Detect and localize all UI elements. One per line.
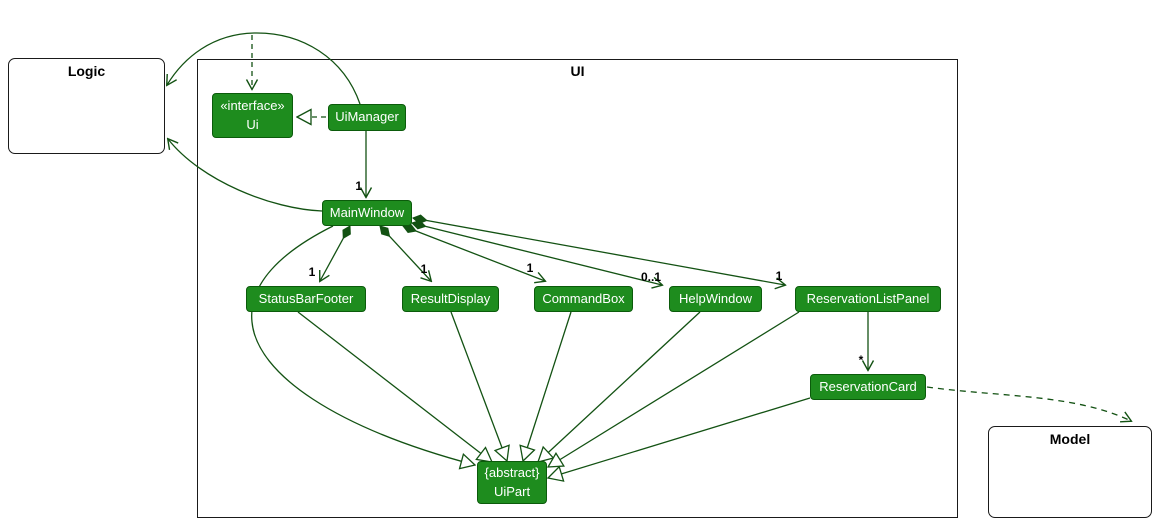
statusbarfooter-name: StatusBarFooter	[258, 290, 354, 306]
edge-mainwindow-to-logic	[168, 139, 323, 212]
logic-package-title: Logic	[67, 63, 106, 79]
ui-interface-name: Ui	[246, 116, 259, 132]
multiplicity-label: 1	[527, 261, 534, 275]
class-node-uimanager: UiManager	[328, 104, 406, 131]
multiplicity-label: 1	[421, 262, 428, 276]
edge-commandbox-inherits-uipart	[523, 311, 572, 461]
uipart-modifier: {abstract}	[484, 464, 540, 480]
mainwindow-name: MainWindow	[329, 204, 405, 220]
helpwindow-name: HelpWindow	[679, 290, 752, 306]
logic-package: Logic	[8, 58, 165, 154]
edge-reservationlistpanel-inherits-uipart	[548, 311, 800, 467]
ui-frame-title: UI	[570, 63, 585, 79]
resultdisplay-name: ResultDisplay	[410, 290, 491, 306]
edge-resultdisplay-inherits-uipart	[450, 311, 507, 461]
class-node-reservationcard: ReservationCard	[810, 374, 926, 400]
reservationlistpanel-name: ReservationListPanel	[806, 290, 930, 306]
uimanager-name: UiManager	[335, 109, 399, 125]
class-node-resultdisplay: ResultDisplay	[402, 286, 499, 312]
uipart-name: UiPart	[493, 483, 531, 499]
class-node-mainwindow: MainWindow	[322, 200, 412, 226]
edge-helpwindow-inherits-uipart	[538, 311, 701, 462]
multiplicity-label: 1	[776, 269, 783, 283]
commandbox-name: CommandBox	[542, 290, 625, 306]
class-node-uipart: {abstract} UiPart	[477, 461, 547, 504]
class-node-reservationlistpanel: ReservationListPanel	[795, 286, 941, 312]
edge-mainwindow-helpwindow	[412, 223, 662, 285]
edge-mainwindow-statusbarfooter	[320, 226, 350, 281]
class-node-helpwindow: HelpWindow	[669, 286, 762, 312]
ui-interface-stereotype: «interface»	[220, 97, 285, 113]
model-package-title: Model	[1049, 431, 1091, 447]
edge-statusbarfooter-inherits-uipart	[297, 311, 492, 462]
ui-frame: UI	[197, 59, 958, 518]
multiplicity-label: 1	[309, 265, 316, 279]
multiplicity-label: *	[859, 353, 864, 367]
edge-uimanager-to-logic	[167, 32, 361, 105]
reservationcard-name: ReservationCard	[819, 378, 917, 394]
model-package: Model	[988, 426, 1152, 518]
class-node-ui-interface: «interface» Ui	[212, 93, 293, 138]
edge-mainwindow-reservationlistpanel	[413, 218, 785, 285]
edge-reservationcard-to-model	[926, 386, 1131, 421]
class-node-commandbox: CommandBox	[534, 286, 633, 312]
multiplicity-label: 0..1	[641, 270, 661, 284]
multiplicity-label: 1	[355, 179, 362, 193]
edge-reservationcard-inherits-uipart	[548, 397, 811, 478]
class-node-statusbarfooter: StatusBarFooter	[246, 286, 366, 312]
edge-mainwindow-inherits-uipart	[251, 225, 475, 465]
